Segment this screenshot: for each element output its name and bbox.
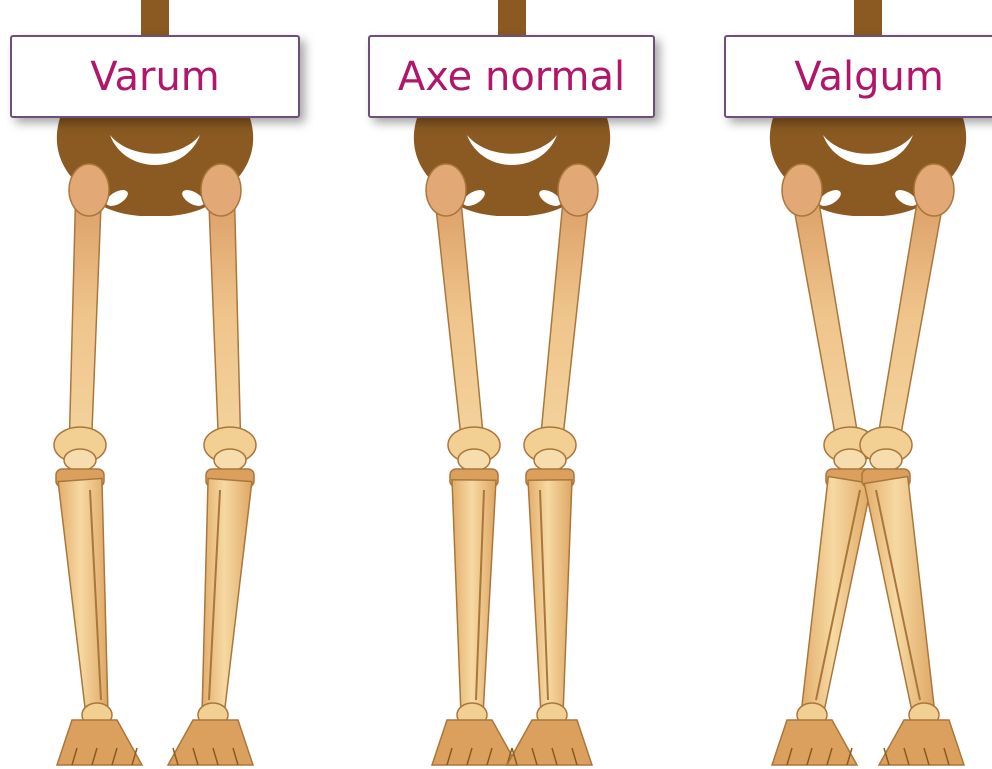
foot-right (507, 720, 592, 765)
foot-left (772, 720, 857, 765)
patella-left (64, 449, 96, 471)
patella-left (458, 449, 490, 471)
spine (498, 0, 526, 40)
foot-right (168, 720, 253, 765)
femur-right (875, 178, 947, 457)
label-axe-normal: Axe normal (368, 35, 655, 118)
femoral-head-left (782, 164, 822, 216)
tibia-right (864, 477, 935, 717)
femur-right (539, 179, 591, 456)
femoral-head-right (201, 164, 241, 216)
patella-left (834, 449, 866, 471)
patella-right (870, 449, 902, 471)
tibia-right (528, 480, 572, 715)
label-varum: Varum (10, 35, 300, 118)
femur-right (208, 180, 241, 456)
femoral-head-right (558, 164, 598, 216)
femoral-head-left (426, 164, 466, 216)
femur-left (433, 179, 485, 456)
spine (141, 0, 169, 40)
femoral-head-left (69, 164, 109, 216)
tibia-left (801, 477, 872, 717)
patella-right (214, 449, 246, 471)
femur-left (789, 178, 861, 457)
label-valgum: Valgum (724, 35, 992, 118)
femur-left (69, 180, 102, 456)
tibia-left (452, 480, 496, 715)
patella-right (534, 449, 566, 471)
foot-left (57, 720, 142, 765)
foot-left (432, 720, 517, 765)
foot-right (879, 720, 964, 765)
femoral-head-right (914, 164, 954, 216)
spine (854, 0, 882, 40)
